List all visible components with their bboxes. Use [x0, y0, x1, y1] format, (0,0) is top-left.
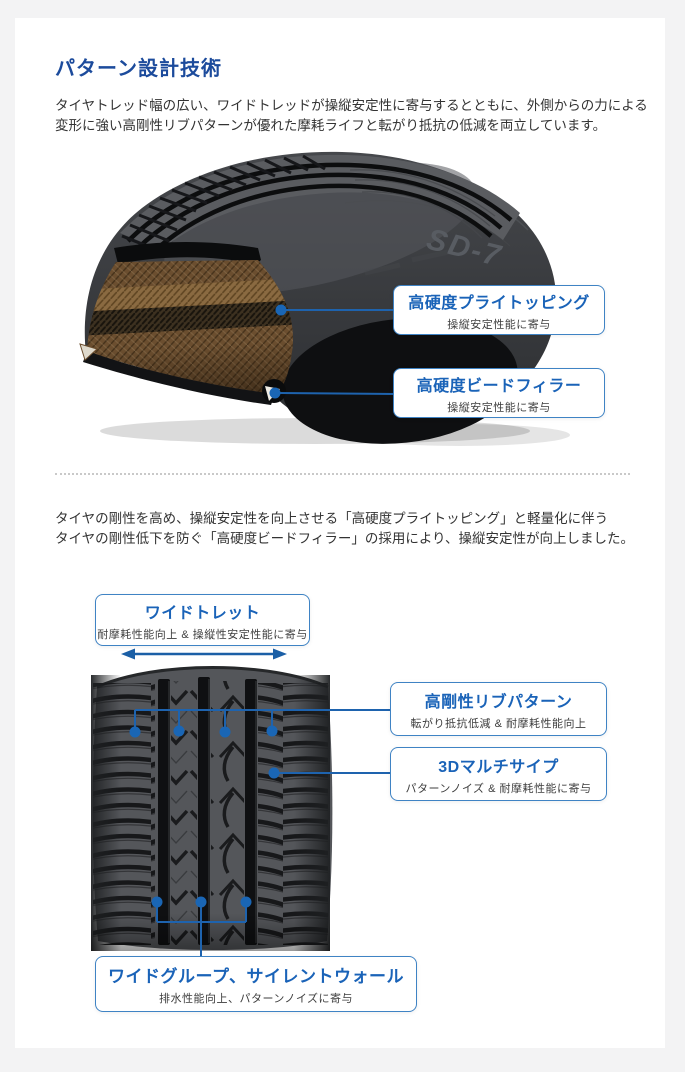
sipe-marker-dot [268, 767, 280, 779]
callout-sipe-title: 3Dマルチサイプ [438, 758, 559, 776]
callout-wide-groove: ワイドグループ、サイレントウォール 排水性能向上、パターンノイズに寄与 [95, 956, 417, 1012]
tread-pattern-illustration [91, 648, 392, 958]
callout-rib-title: 高剛性リブパターン [424, 693, 573, 711]
callout-bead-subtitle: 操縦安定性能に寄与 [447, 401, 551, 414]
callout-ply-topping: 高硬度プライトッピング 操縦安定性能に寄与 [393, 285, 605, 335]
cut-rubber-edge [114, 242, 261, 264]
ply-marker-dot [275, 304, 287, 316]
shoulder-left-shading [91, 675, 121, 951]
circumferential-grooves [158, 677, 257, 945]
bead-marker-dot [269, 387, 281, 399]
intro-line-2: 変形に強い高剛性リブパターンが優れた摩耗ライフと転がり抵抗の低減を両立しています… [55, 118, 607, 133]
inner-liner [83, 351, 275, 405]
callout-wide-title: ワイドトレット [144, 604, 261, 622]
rib-marker-dots [129, 725, 278, 738]
intro-line-1: タイヤトレッド幅の広い、ワイドトレッドが操縦安定性に寄与するとともに、外側からの… [55, 98, 648, 113]
middle-paragraph: タイヤの剛性を高め、操縦安定性を向上させる「高硬度プライトッピング」と軽量化に伴… [55, 509, 634, 549]
tread-fine-lines [349, 169, 496, 239]
sidewall-marking [364, 262, 401, 276]
sidewall-marking [411, 249, 449, 263]
dotted-divider [55, 473, 630, 475]
callout-rib-pattern: 高剛性リブパターン 転がり抵抗低減 & 耐摩耗性能向上 [390, 682, 607, 736]
shoulder-right-shading [294, 675, 330, 951]
callout-wide-tread: ワイドトレット 耐摩耗性能向上 & 操縦性安定性能に寄与 [95, 594, 310, 646]
wide-tread-arrow-icon [121, 648, 287, 660]
callout-groove-title: ワイドグループ、サイレントウォール [108, 967, 404, 986]
callout-groove-subtitle: 排水性能向上、パターンノイズに寄与 [158, 993, 354, 1005]
left-bead [79, 343, 98, 361]
tread-lateral-sipes [121, 154, 326, 254]
intro-paragraph: タイヤトレッド幅の広い、ワイドトレッドが操縦安定性に寄与するとともに、外側からの… [55, 96, 648, 136]
page-title: パターン設計技術 [55, 58, 222, 80]
groove-marker-dots [151, 896, 252, 908]
callout-rib-subtitle: 転がり抵抗低減 & 耐摩耗性能向上 [410, 717, 587, 730]
callout-bead-filler: 高硬度ビードフィラー 操縦安定性能に寄与 [393, 368, 605, 418]
callout-wide-subtitle: 耐摩耗性能向上 & 操縦性安定性能に寄与 [97, 628, 308, 641]
bottom-shading [91, 913, 330, 951]
cutaway-connectors [278, 309, 396, 395]
middle-line-1: タイヤの剛性を高め、操縦安定性を向上させる「高硬度プライトッピング」と軽量化に伴… [55, 511, 609, 526]
callout-ply-subtitle: 操縦安定性能に寄与 [447, 318, 551, 331]
rib-chevron-sipes [171, 681, 197, 945]
rib-diagonal-sipes [211, 681, 244, 945]
callout-sipe-subtitle: パターンノイズ & 耐摩耗性能に寄与 [405, 782, 592, 795]
callout-ply-title: 高硬度プライトッピング [408, 294, 590, 312]
callout-bead-title: 高硬度ビードフィラー [416, 377, 582, 395]
callout-multi-sipe: 3Dマルチサイプ パターンノイズ & 耐摩耗性能に寄与 [390, 747, 607, 801]
middle-line-2: タイヤの剛性低下を防ぐ「高硬度ビードフィラー」の採用により、操縦安定性が向上しま… [55, 531, 635, 546]
sidewall-ring-line [344, 200, 511, 247]
